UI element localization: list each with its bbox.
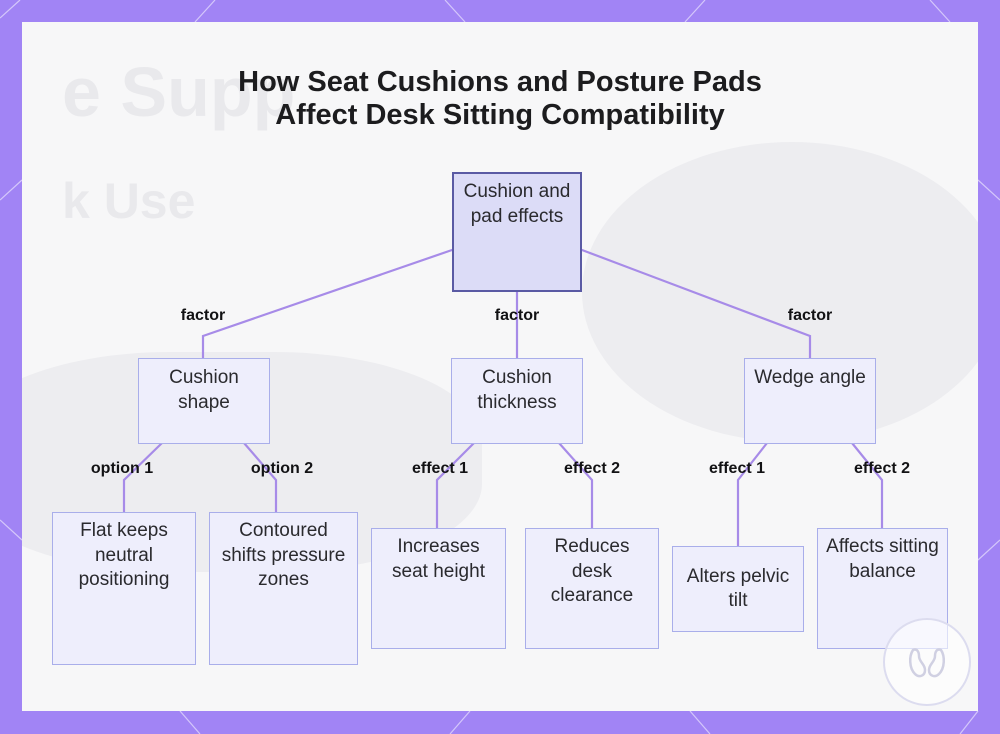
- edge-label-wedge-effect-1: effect 1: [708, 460, 766, 477]
- title-line-2: Affect Desk Sitting Compatibility: [275, 99, 725, 131]
- title-line-1: How Seat Cushions and Posture Pads: [238, 66, 762, 98]
- connector-wedge-tilt: [736, 441, 769, 548]
- leaf-node-label: Contoured shifts pressure zones: [221, 520, 346, 590]
- logo-badge: [883, 618, 971, 706]
- connector-shape-contoured: [242, 441, 278, 514]
- connectors: [122, 248, 884, 548]
- leaf-node-label: Increases seat height: [392, 536, 485, 582]
- edge-label-option-2: option 2: [250, 460, 314, 477]
- leaf-node-label: Flat keeps neutral positioning: [78, 520, 170, 590]
- leaf-node-label: Affects sitting balance: [826, 536, 939, 582]
- leaf-node-label: Alters pelvic tilt: [686, 565, 790, 612]
- connector-wedge-balance: [850, 441, 884, 530]
- leaf-node-pelvic-tilt: Alters pelvic tilt: [672, 546, 804, 632]
- leaf-node-label: Reduces desk clearance: [550, 536, 634, 606]
- factor-node-label: Wedge angle: [754, 367, 866, 388]
- factor-node-label: Cushion thickness: [477, 367, 557, 413]
- background-watermark: e Supp: [62, 53, 296, 131]
- edge-label-thickness-effect-2: effect 2: [563, 460, 621, 477]
- edge-label-factor-wedge: factor: [787, 307, 833, 324]
- leaf-node-desk-clearance: Reduces desk clearance: [525, 528, 659, 649]
- factor-node-wedge-angle: Wedge angle: [744, 358, 876, 444]
- connector-shape-flat: [122, 441, 164, 514]
- leaf-node-seat-height: Increases seat height: [371, 528, 506, 649]
- leaf-node-contoured: Contoured shifts pressure zones: [209, 512, 358, 665]
- factor-node-cushion-thickness: Cushion thickness: [451, 358, 583, 444]
- connector-thickness-clearance: [557, 441, 594, 530]
- logo-icon: [909, 648, 945, 678]
- factor-node-label: Cushion shape: [169, 367, 239, 413]
- edge-label-wedge-effect-2: effect 2: [853, 460, 911, 477]
- connector-root-shape: [201, 248, 454, 360]
- diagram-title: How Seat Cushions and Posture Pads Affec…: [22, 66, 978, 132]
- diagram-card: e Supp k Use How Seat Cushions and Postu…: [22, 22, 978, 711]
- edge-label-factor-thickness: factor: [494, 307, 540, 324]
- background-watermark: k Use: [62, 173, 196, 229]
- edge-label-factor-shape: factor: [180, 307, 226, 324]
- edge-label-thickness-effect-1: effect 1: [411, 460, 469, 477]
- connector-thickness-height: [435, 441, 476, 530]
- leaf-node-flat: Flat keeps neutral positioning: [52, 512, 196, 665]
- edge-label-option-1: option 1: [90, 460, 154, 477]
- root-node: Cushion and pad effects: [452, 172, 582, 292]
- root-node-label: Cushion and pad effects: [463, 181, 571, 227]
- factor-node-cushion-shape: Cushion shape: [138, 358, 270, 444]
- connector-root-wedge: [580, 248, 812, 360]
